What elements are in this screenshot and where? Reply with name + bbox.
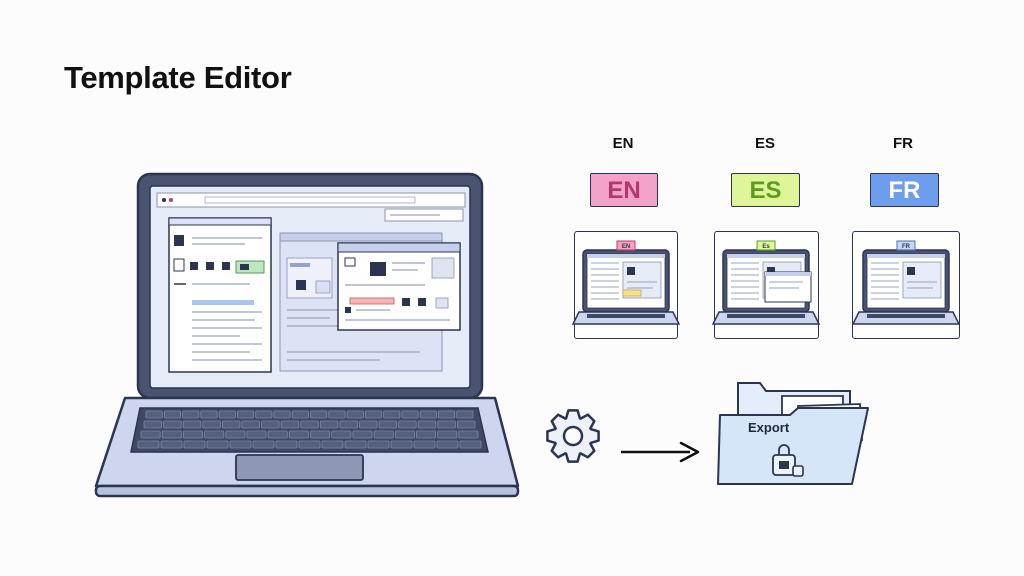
- svg-text:FR: FR: [902, 244, 911, 250]
- thumbnail-laptops: EN Es FR: [571, 240, 961, 325]
- trackpad: [235, 454, 364, 481]
- mini-laptop-en: EN: [571, 240, 681, 325]
- laptop-illustration: [94, 172, 520, 498]
- svg-text:EN: EN: [622, 244, 630, 250]
- language-badge-en[interactable]: EN: [590, 173, 658, 207]
- language-badge-fr[interactable]: FR: [870, 173, 939, 207]
- page-title: Template Editor: [64, 60, 292, 95]
- folder-icon[interactable]: [717, 382, 869, 485]
- arrow-right-icon: [621, 441, 700, 463]
- lang-header-fr: FR: [893, 135, 913, 152]
- gear-icon[interactable]: [546, 409, 600, 463]
- thumb-language-tag: FR: [896, 240, 916, 251]
- language-badge-es[interactable]: ES: [731, 173, 800, 207]
- export-label: Export: [748, 420, 790, 435]
- svg-text:Es: Es: [762, 244, 770, 250]
- thumb-language-tag: EN: [616, 240, 636, 251]
- thumb-language-tag: Es: [756, 240, 776, 251]
- lang-header-en: EN: [612, 135, 634, 152]
- mini-laptop-es: Es: [711, 240, 821, 325]
- mini-laptop-fr: FR: [851, 240, 961, 325]
- lang-header-es: ES: [754, 135, 775, 152]
- package-icon: [772, 444, 804, 477]
